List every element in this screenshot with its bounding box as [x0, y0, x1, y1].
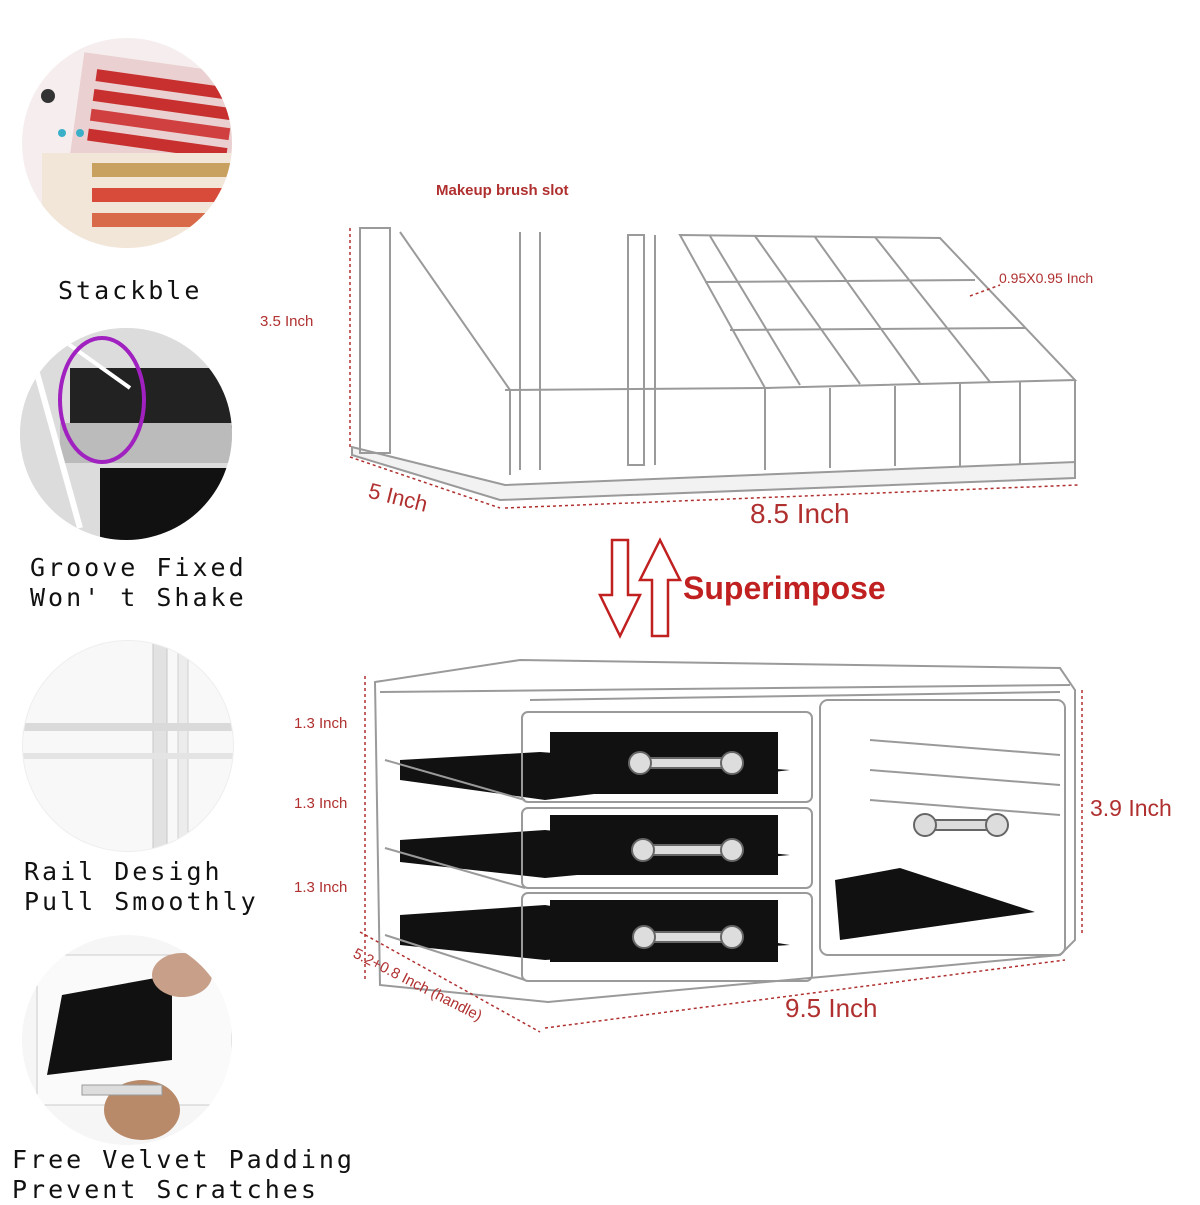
- drawer-height-label-3: 1.3 Inch: [294, 879, 348, 896]
- feature-label-rail-design: Rail Desigh Pull Smoothly: [24, 857, 259, 916]
- feature-label-groove-fixed: Groove Fixed Won' t Shake: [30, 553, 247, 612]
- feature-label-stackable: Stackble: [58, 276, 203, 305]
- velvet-padding-photo: [22, 935, 232, 1145]
- drawer-height-label-1: 1.3 Inch: [294, 715, 348, 732]
- top-width-label: 8.5 Inch: [750, 498, 850, 529]
- feature-label-velvet-padding: Free Velvet Padding Prevent Scratches: [12, 1145, 355, 1204]
- bottom-height-label: 3.9 Inch: [1090, 795, 1172, 821]
- top-height-label: 3.5 Inch: [260, 313, 314, 330]
- cell-size-label: 0.95X0.95 Inch: [999, 270, 1094, 286]
- bottom-width-label: 9.5 Inch: [785, 993, 878, 1023]
- groove-fixed-photo: [20, 328, 232, 540]
- rail-design-photo: [22, 640, 234, 852]
- drawer-height-label-2: 1.3 Inch: [294, 795, 348, 812]
- stackable-photo: [22, 38, 232, 248]
- brush-slot-label: Makeup brush slot: [436, 182, 569, 199]
- superimpose-label: Superimpose: [683, 570, 886, 606]
